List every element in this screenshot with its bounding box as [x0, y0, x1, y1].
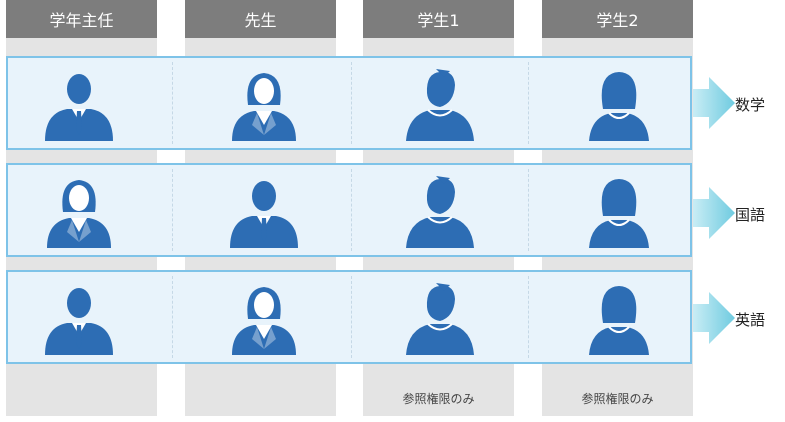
arrow-icon	[693, 187, 735, 239]
girl-student-icon	[589, 72, 649, 141]
cell-divider	[172, 169, 173, 251]
column-header-student2: 学生2	[542, 0, 693, 38]
column-footer-student1: 参照権限のみ	[402, 392, 475, 406]
subject-label-math: 数学	[735, 95, 766, 114]
subject-label-english: 英語	[735, 310, 766, 329]
cell-divider	[351, 276, 352, 358]
person-cell	[184, 58, 344, 148]
subject-label-japanese: 国語	[735, 205, 766, 224]
boy-student-icon	[406, 283, 474, 355]
subject-row-english	[6, 270, 692, 364]
cell-divider	[172, 62, 173, 144]
woman-suit-icon	[232, 287, 296, 355]
woman-suit-icon	[232, 73, 296, 141]
person-cell	[539, 58, 699, 148]
woman-suit-icon	[47, 180, 111, 248]
person-cell	[360, 272, 520, 362]
person-cell	[0, 165, 159, 255]
girl-student-icon	[589, 179, 649, 248]
subject-row-japanese	[6, 163, 692, 257]
boy-student-icon	[406, 69, 474, 141]
person-cell	[184, 272, 344, 362]
cell-divider	[528, 276, 529, 358]
arrow-icon	[693, 77, 735, 129]
person-cell	[0, 58, 159, 148]
man-suit-icon	[230, 181, 298, 248]
person-cell	[539, 165, 699, 255]
person-cell	[539, 272, 699, 362]
column-footer-student2: 参照権限のみ	[581, 392, 654, 406]
subject-row-math	[6, 56, 692, 150]
person-cell	[360, 58, 520, 148]
person-cell	[184, 165, 344, 255]
cell-divider	[528, 169, 529, 251]
person-cell	[0, 272, 159, 362]
column-header-student1: 学生1	[363, 0, 514, 38]
cell-divider	[528, 62, 529, 144]
column-header-teacher: 先生	[185, 0, 336, 38]
cell-divider	[172, 276, 173, 358]
person-cell	[360, 165, 520, 255]
boy-student-icon	[406, 176, 474, 248]
cell-divider	[351, 169, 352, 251]
column-header-chief: 学年主任	[6, 0, 157, 38]
cell-divider	[351, 62, 352, 144]
girl-student-icon	[589, 286, 649, 355]
man-suit-icon	[45, 74, 113, 141]
arrow-icon	[693, 292, 735, 344]
man-suit-icon	[45, 288, 113, 355]
